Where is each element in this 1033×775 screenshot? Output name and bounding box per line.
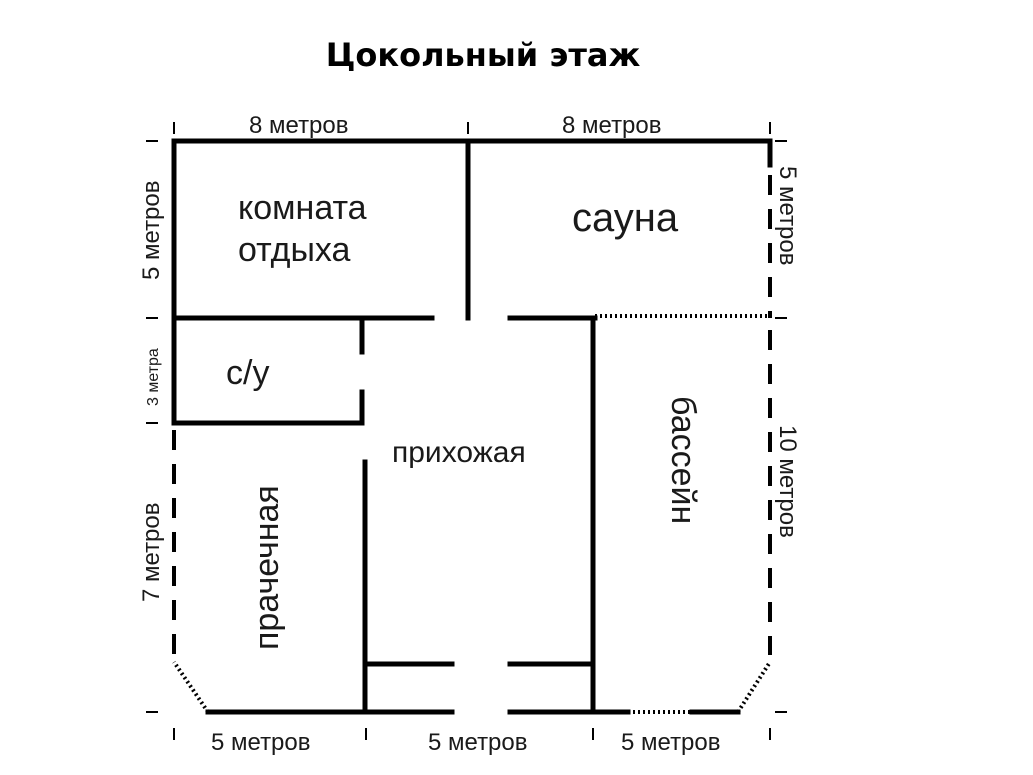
- room-label-rest-2: отдыха: [238, 231, 351, 269]
- page-title: Цокольный этаж: [325, 36, 641, 74]
- room-label-wc: с/у: [226, 354, 269, 392]
- dim-top-right: 8 метров: [562, 112, 662, 139]
- room-label-hallway: прихожая: [392, 436, 526, 469]
- room-label-rest-1: комната: [238, 189, 367, 227]
- room-label-laundry: прачечная: [248, 485, 286, 650]
- dim-left-middle: 3 метра: [145, 348, 162, 406]
- dim-bottom-center: 5 метров: [428, 729, 528, 756]
- dim-top-left: 8 метров: [249, 112, 349, 139]
- outer-partial-walls: [172, 175, 772, 714]
- dim-left-lower: 7 метров: [138, 502, 165, 602]
- dimension-ticks: [146, 122, 787, 740]
- dim-right-lower: 10 метров: [774, 425, 801, 538]
- dim-right-upper: 5 метров: [774, 166, 801, 266]
- dim-bottom-right: 5 метров: [621, 729, 721, 756]
- dim-bottom-left: 5 метров: [211, 729, 311, 756]
- room-label-sauna: сауна: [572, 196, 679, 240]
- dim-left-upper: 5 метров: [138, 180, 165, 280]
- room-label-pool: бассейн: [664, 396, 702, 524]
